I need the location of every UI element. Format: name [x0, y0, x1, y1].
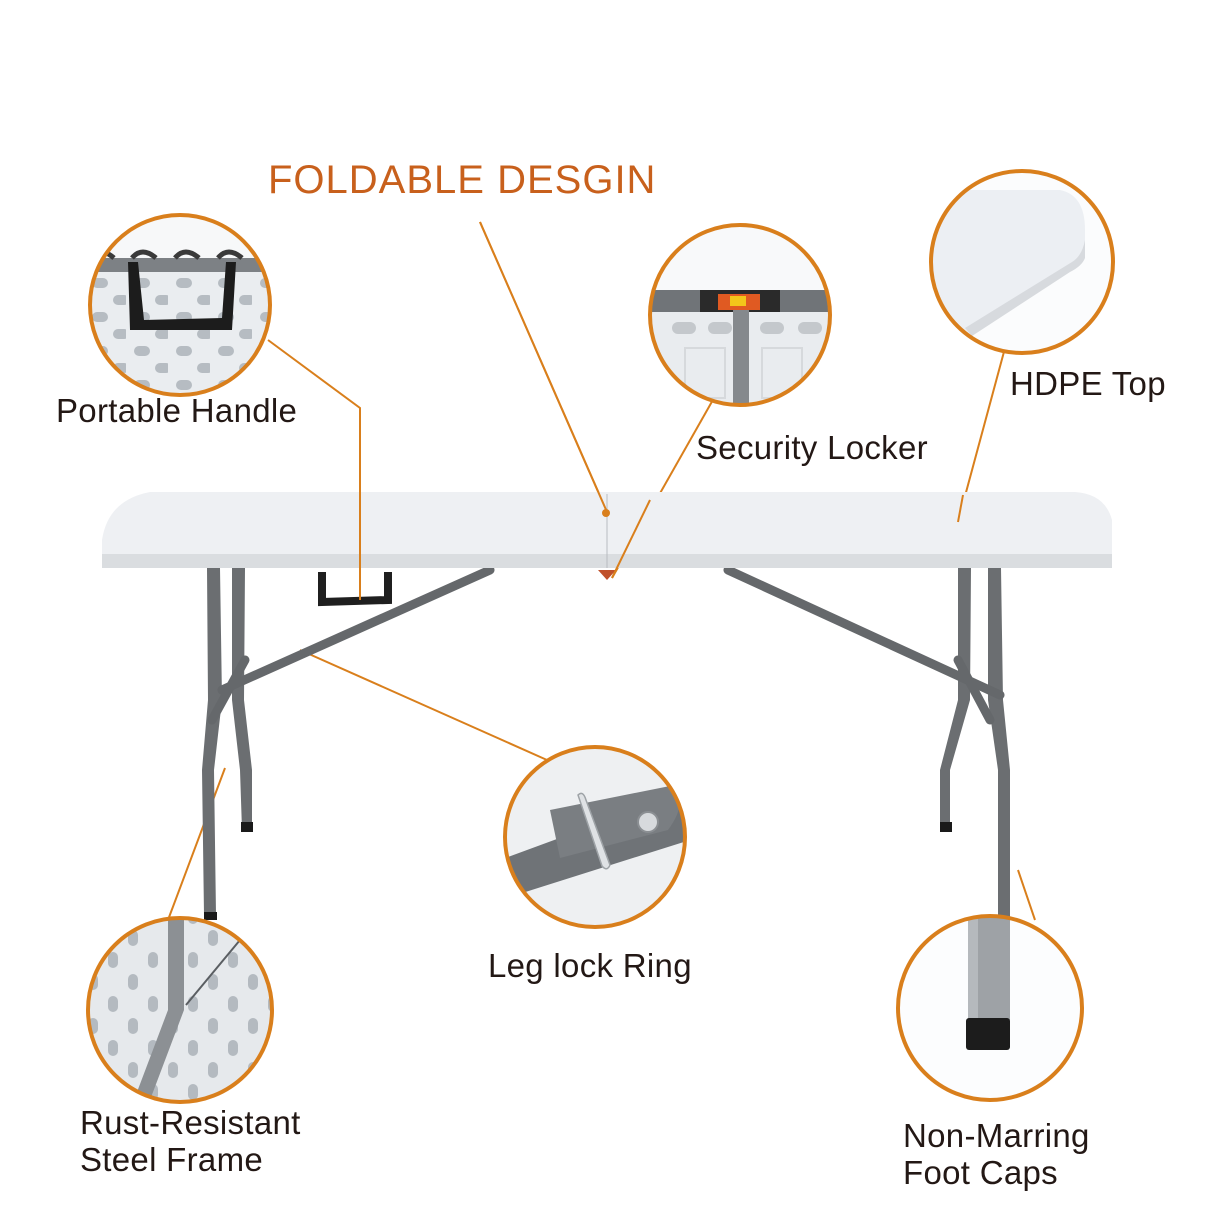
label-steel-frame-line1: Rust-Resistant [80, 1104, 301, 1141]
detail-circle-foot-caps [896, 914, 1084, 1102]
label-hdpe-top: HDPE Top [1010, 365, 1166, 402]
detail-circle-leg-lock-ring [503, 745, 687, 929]
label-foot-caps-line2: Foot Caps [903, 1153, 1058, 1191]
label-steel-frame-line2: Steel Frame [80, 1140, 264, 1178]
detail-circle-portable-handle [88, 213, 272, 397]
label-portable-handle: Portable Handle [56, 392, 298, 429]
detail-circle-hdpe-top [929, 169, 1115, 355]
label-leg-lock-ring: Leg lock Ring [488, 947, 692, 984]
detail-circle-steel-frame [86, 916, 274, 1104]
label-foot-caps: Non-Marring Foot Caps [903, 1117, 1090, 1192]
headline-title: FOLDABLE DESGIN [268, 158, 657, 202]
table-handle [318, 572, 392, 607]
table-legs [202, 568, 1010, 920]
label-steel-frame: Rust-Resistant Steel Frame [80, 1104, 301, 1179]
detail-circle-security-locker [648, 223, 832, 407]
label-foot-caps-line1: Non-Marring [903, 1117, 1090, 1154]
label-security-locker: Security Locker [696, 429, 928, 466]
